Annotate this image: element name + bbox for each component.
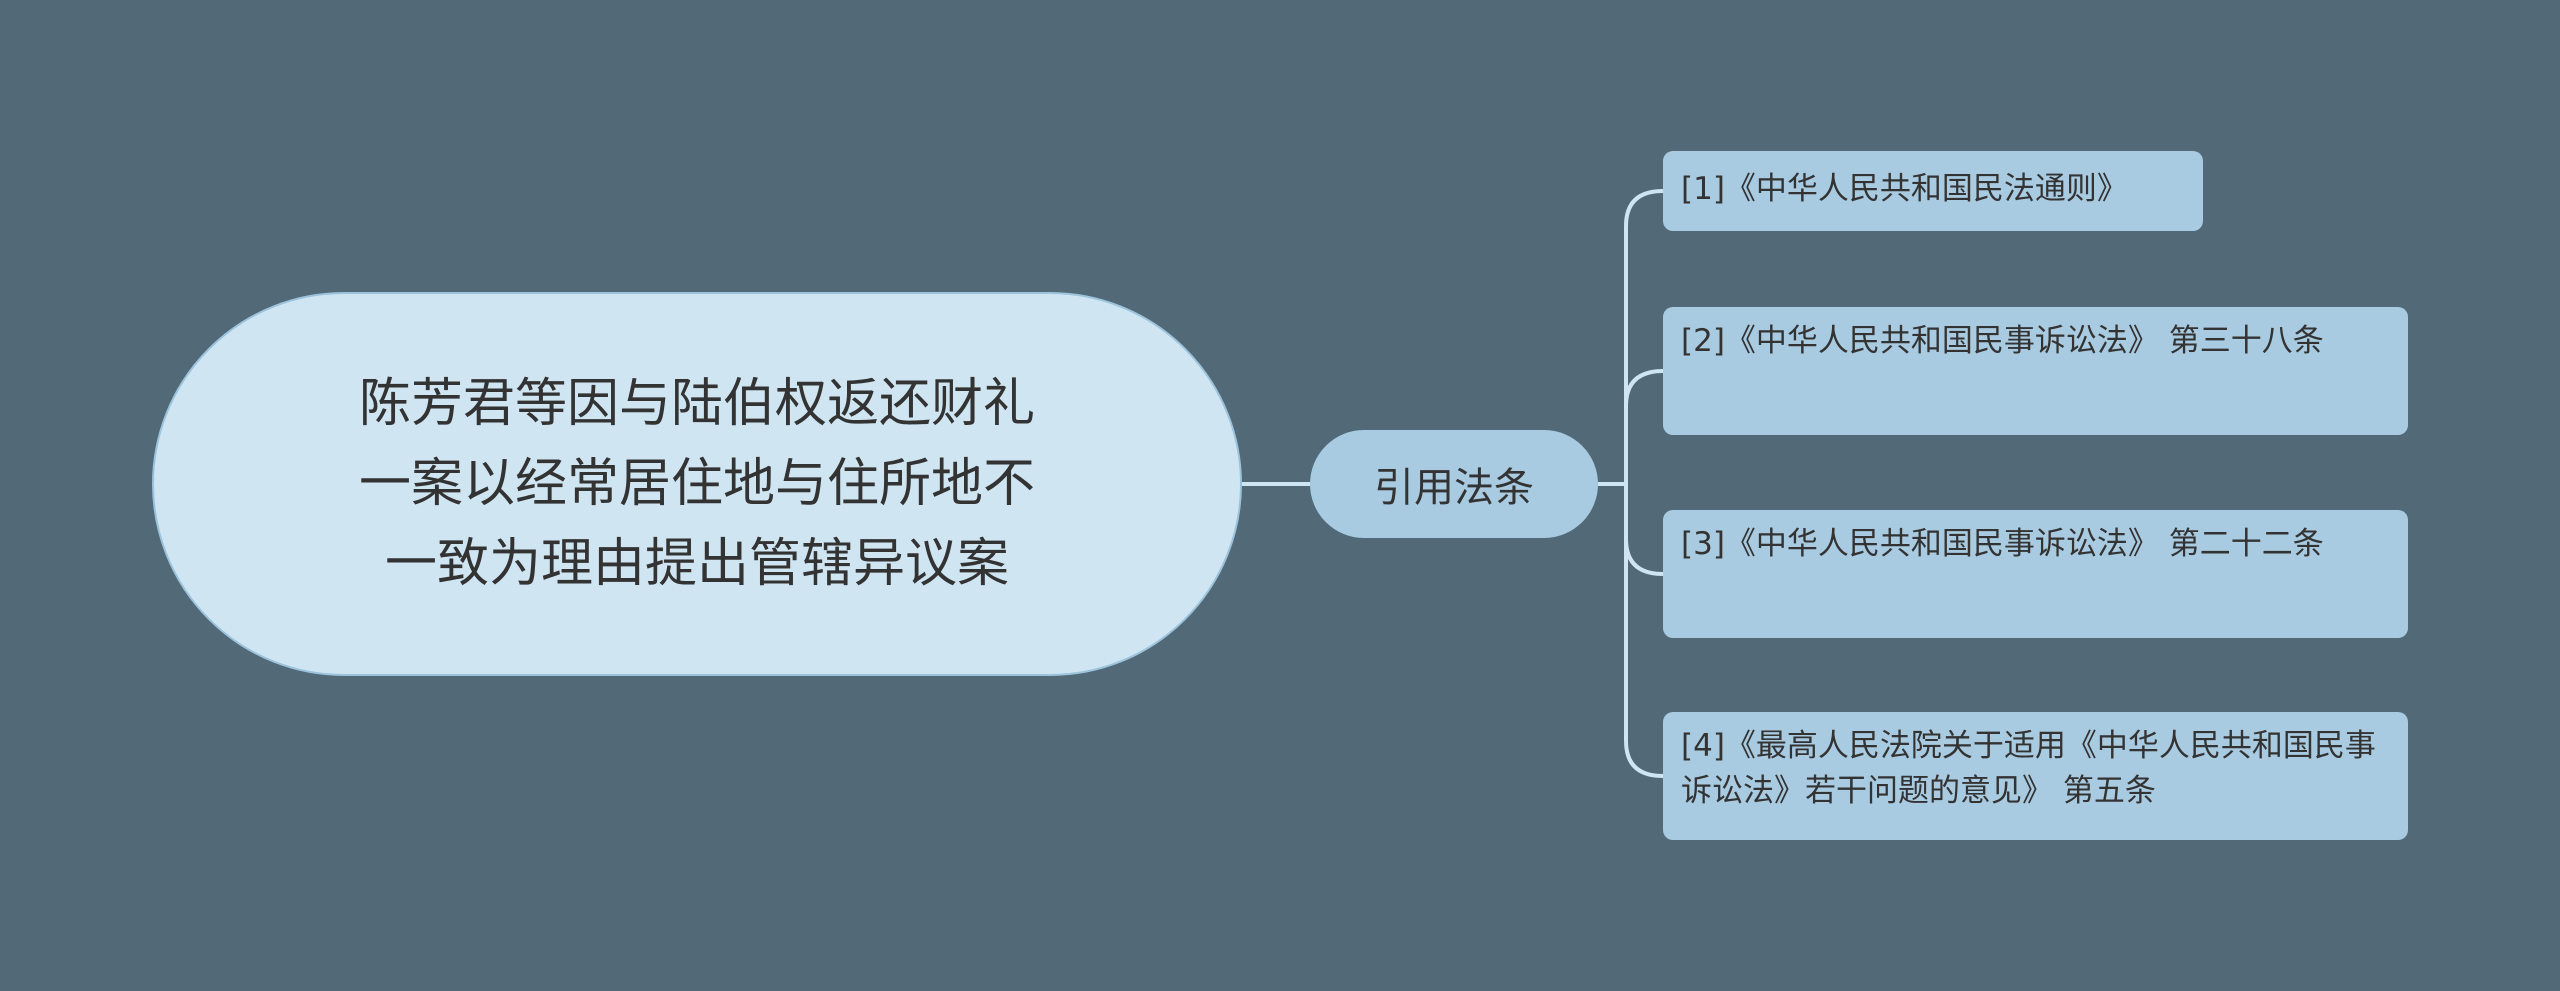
branch-topic-label: 引用法条 bbox=[1374, 465, 1534, 511]
branch-to-leaf-2-connector bbox=[1624, 369, 1664, 484]
leaf-topic-2-label: [2]《中华人民共和国民事诉讼法》 第三十八条 bbox=[1681, 323, 2324, 359]
leaf-topic-4[interactable]: [4]《最高人民法院关于适用《中华人民共和国民事诉讼法》若干问题的意见》 第五条 bbox=[1663, 712, 2408, 840]
root-topic-label: 陈芳君等因与陆伯权返还财礼一案以经常居住地与住所地不一致为理由提出管辖异议案 bbox=[358, 374, 1035, 594]
leaf-topic-3[interactable]: [3]《中华人民共和国民事诉讼法》 第二十二条 bbox=[1663, 510, 2408, 638]
branch-topic-node[interactable]: 引用法条 bbox=[1310, 430, 1598, 538]
leaf-topic-1[interactable]: [1]《中华人民共和国民法通则》 bbox=[1663, 151, 2203, 231]
leaf-topic-3-label: [3]《中华人民共和国民事诉讼法》 第二十二条 bbox=[1681, 526, 2324, 562]
branch-to-leaf-3-connector bbox=[1624, 484, 1664, 576]
leaf-topic-4-label: [4]《最高人民法院关于适用《中华人民共和国民事诉讼法》若干问题的意见》 第五条 bbox=[1681, 728, 2376, 809]
branch-to-leaf-1-connector bbox=[1624, 189, 1664, 484]
root-topic-node[interactable]: 陈芳君等因与陆伯权返还财礼一案以经常居住地与住所地不一致为理由提出管辖异议案 bbox=[152, 292, 1242, 676]
branch-to-leaf-4-connector bbox=[1624, 484, 1664, 778]
leaf-topic-1-label: [1]《中华人民共和国民法通则》 bbox=[1681, 171, 2128, 207]
leaf-topic-2[interactable]: [2]《中华人民共和国民事诉讼法》 第三十八条 bbox=[1663, 307, 2408, 435]
